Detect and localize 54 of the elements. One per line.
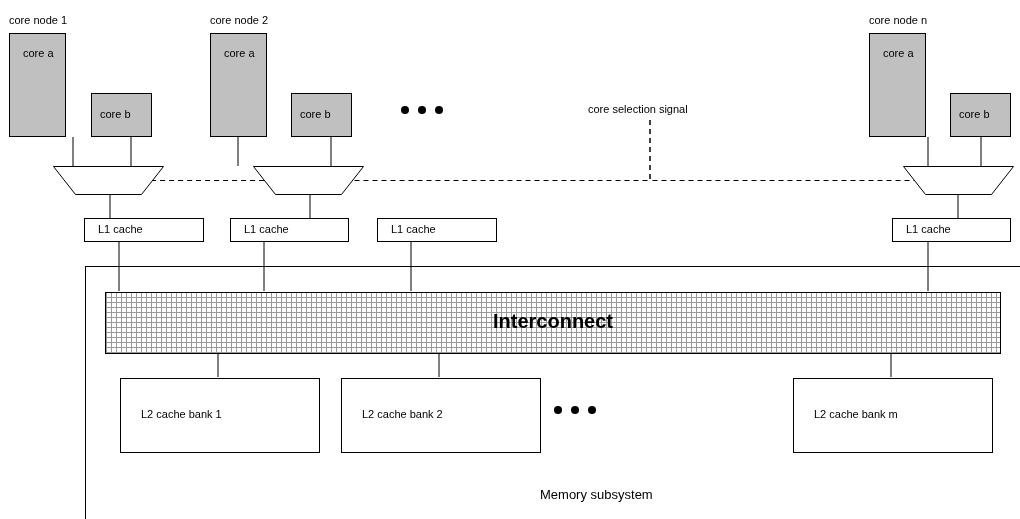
cache-box xyxy=(84,218,204,242)
connector-line xyxy=(130,136,132,167)
interconnect-bar xyxy=(105,292,1001,354)
multiplexer-trapezoid xyxy=(253,166,364,195)
connector-line xyxy=(957,194,959,219)
multiplexer-trapezoid xyxy=(53,166,164,195)
connector-line xyxy=(927,241,929,292)
cache-box xyxy=(230,218,349,242)
core-label: core a xyxy=(23,47,54,59)
connector-line xyxy=(118,241,120,292)
cache-label: L1 cache xyxy=(244,223,289,235)
interconnect-label: Interconnect xyxy=(492,310,614,333)
node-title: core node n xyxy=(869,14,928,26)
connector-line xyxy=(927,136,929,167)
connector-line xyxy=(237,136,239,167)
connector-line xyxy=(890,352,892,378)
connector-line xyxy=(72,136,74,167)
signal-label: core selection signal xyxy=(588,103,712,120)
connector-line xyxy=(410,241,412,292)
connector-line xyxy=(438,352,440,378)
connector-line xyxy=(109,194,111,219)
subsystem-label: Memory subsystem xyxy=(540,487,653,502)
bank-label: L2 cache bank m xyxy=(814,408,898,420)
core-box xyxy=(9,33,66,137)
cache-box xyxy=(377,218,497,242)
core-label: core a xyxy=(883,47,914,59)
cache-label: L1 cache xyxy=(906,223,951,235)
core-label: core a xyxy=(224,47,255,59)
node-title: core node 2 xyxy=(210,14,269,26)
cache-bank-box xyxy=(341,378,541,453)
core-box xyxy=(91,93,152,137)
core-label: core b xyxy=(959,108,990,120)
connector-line xyxy=(980,136,982,167)
core-box xyxy=(950,93,1011,137)
connector-line xyxy=(330,136,332,167)
cache-box xyxy=(892,218,1011,242)
subsystem-frame xyxy=(85,266,1020,519)
connector-line xyxy=(309,194,311,219)
cache-bank-box xyxy=(120,378,320,453)
core-label: core b xyxy=(300,108,331,120)
connector-line xyxy=(263,241,265,292)
cache-label: L1 cache xyxy=(98,223,143,235)
connector-line xyxy=(217,352,219,378)
core-box xyxy=(210,33,267,137)
bank-label: L2 cache bank 2 xyxy=(362,408,443,420)
core-box xyxy=(869,33,926,137)
signal-line xyxy=(152,180,265,181)
multiplexer-trapezoid xyxy=(903,166,1014,195)
node-title: core node 1 xyxy=(9,14,68,26)
cache-label: L1 cache xyxy=(391,223,436,235)
core-label: core b xyxy=(100,108,131,120)
bank-label: L2 cache bank 1 xyxy=(141,408,222,420)
core-box xyxy=(291,93,352,137)
cache-bank-box xyxy=(793,378,993,453)
